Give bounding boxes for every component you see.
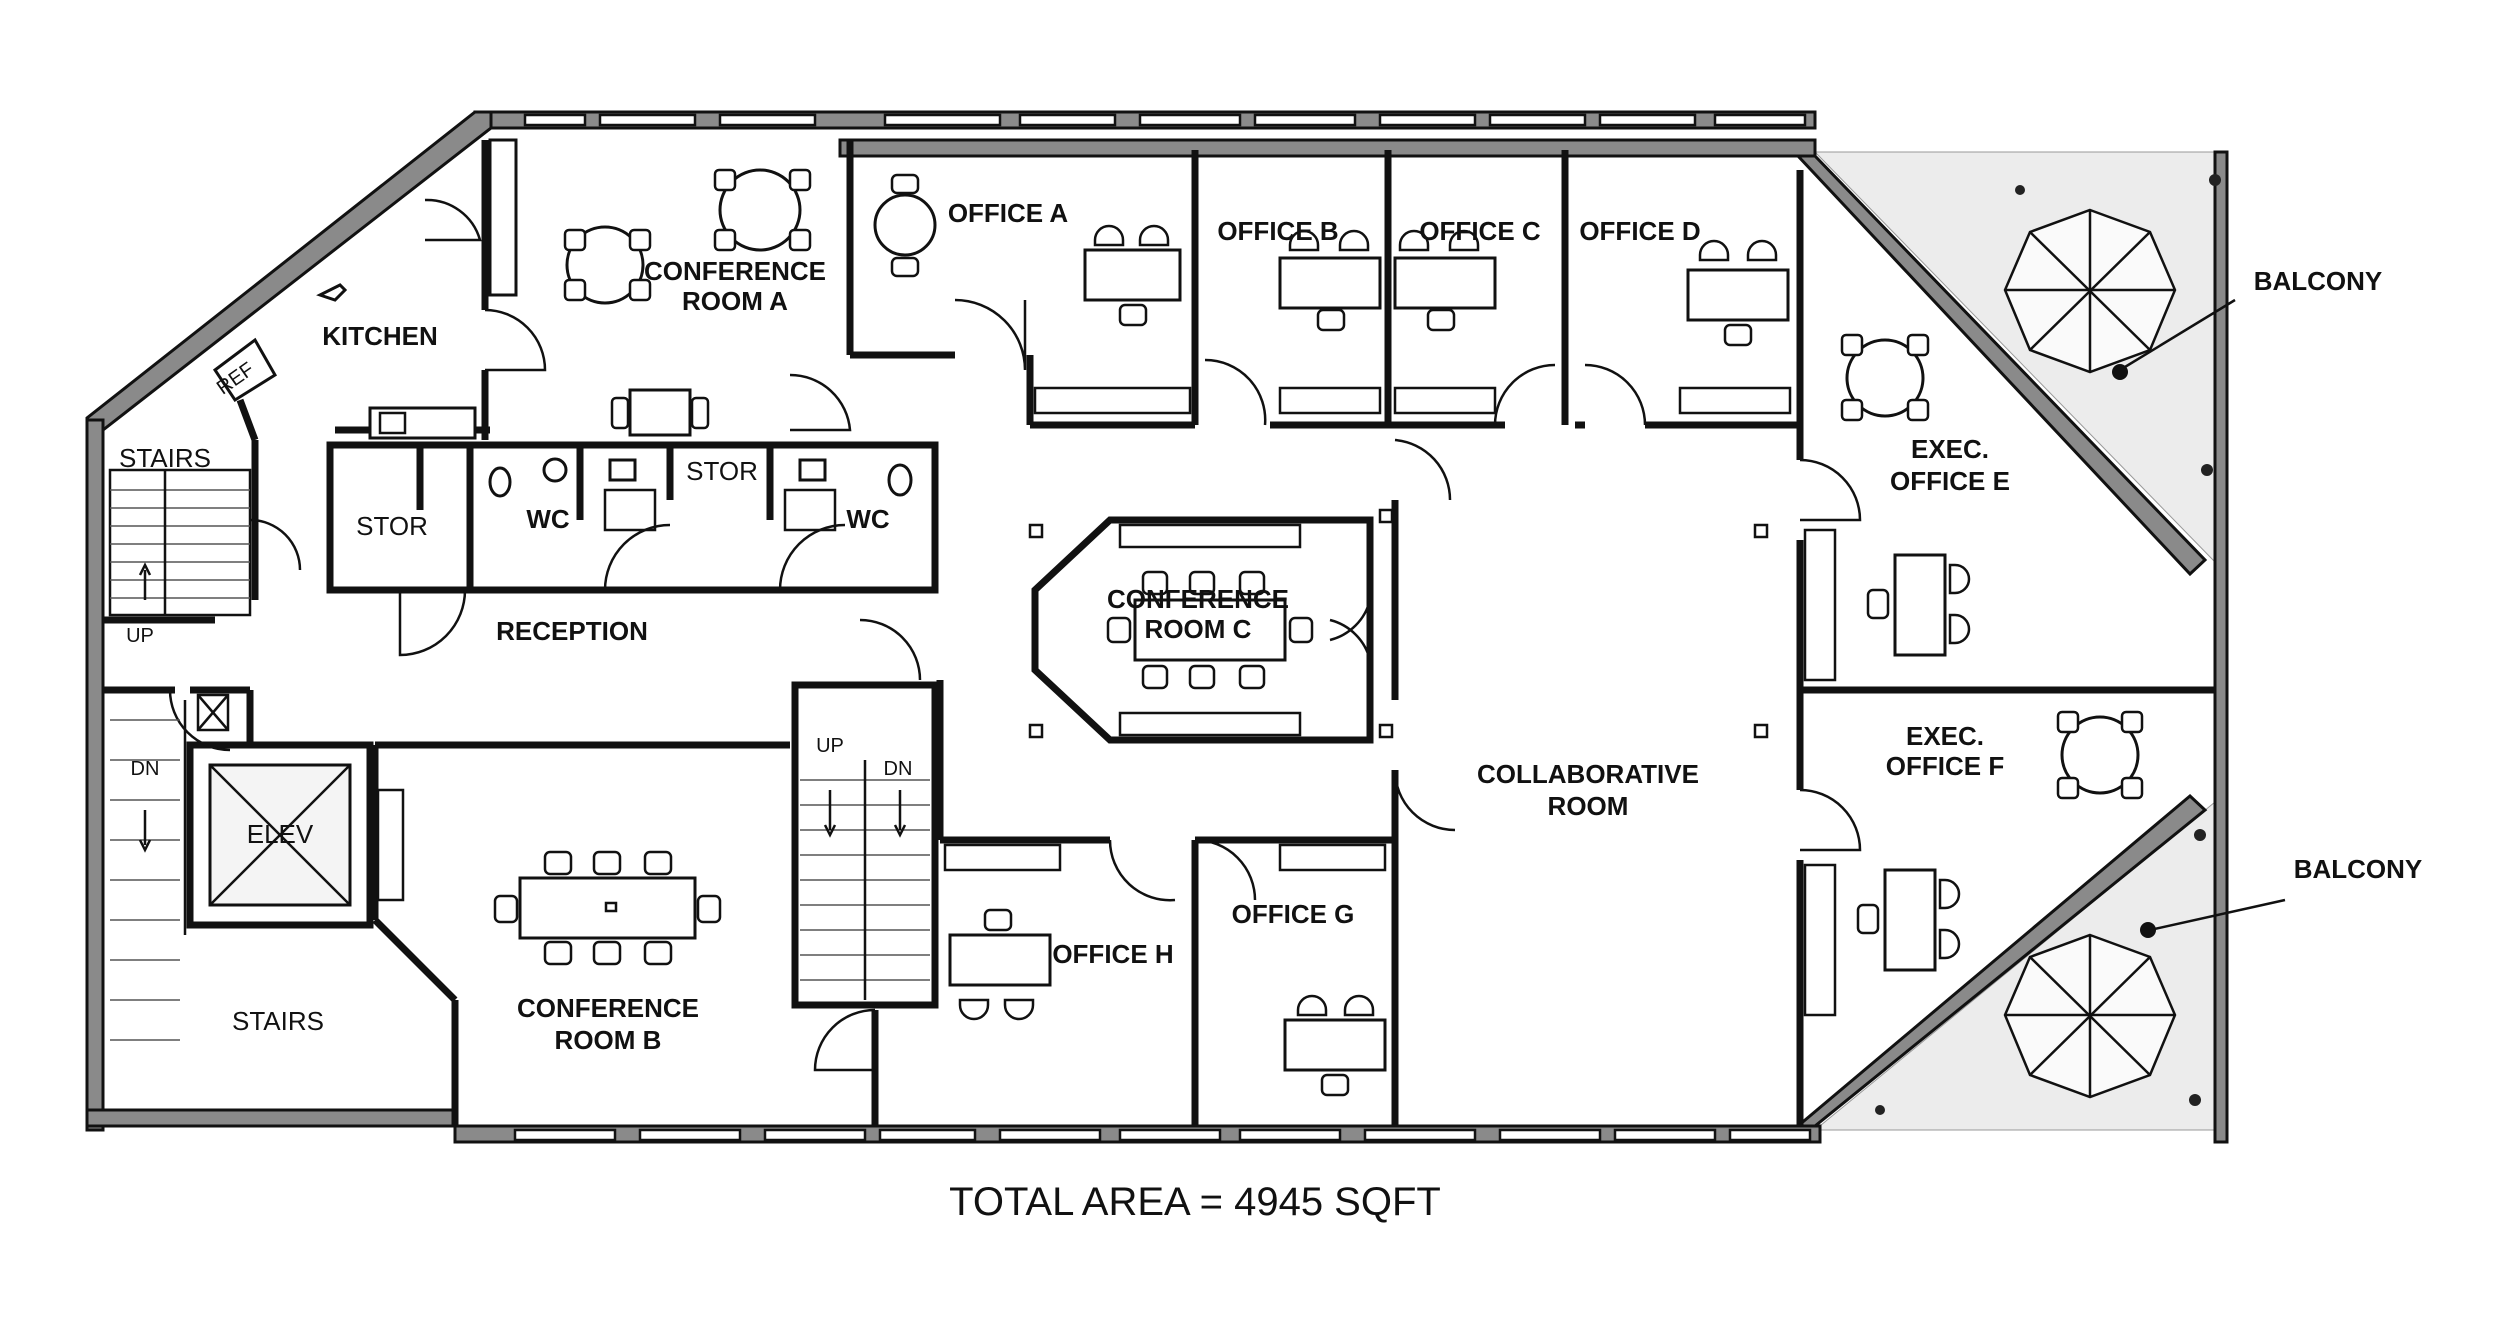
- label-elev: ELEV: [247, 819, 314, 849]
- label-office-d: OFFICE D: [1579, 216, 1700, 246]
- stairs-middle: [800, 760, 930, 1000]
- stairs-left: [108, 468, 252, 1041]
- label-exec-office-e-2: OFFICE E: [1890, 466, 2010, 496]
- label-exec-office-e: EXEC.: [1911, 434, 1989, 464]
- label-conference-room-a: CONFERENCE: [644, 256, 826, 286]
- label-stairs-bottom: STAIRS: [232, 1006, 324, 1036]
- label-collaborative-room: COLLABORATIVE: [1477, 759, 1699, 789]
- label-office-h: OFFICE H: [1052, 939, 1173, 969]
- label-stairs-top: STAIRS: [119, 443, 211, 473]
- label-stor-left: STOR: [356, 511, 428, 541]
- label-stor-mid: STOR: [686, 456, 758, 486]
- label-conference-room-c-2: ROOM C: [1145, 614, 1252, 644]
- total-area: TOTAL AREA = 4945 SQFT: [949, 1180, 1441, 1224]
- conference-c-furniture: [1106, 523, 1314, 737]
- kitchen-fixtures: [212, 138, 518, 440]
- label-conference-room-a-2: ROOM A: [682, 286, 788, 316]
- label-wc-left: WC: [526, 504, 570, 534]
- columns: [1028, 508, 1769, 739]
- label-conference-room-b: CONFERENCE: [517, 993, 699, 1023]
- balcony-furniture-bottom: [1875, 829, 2206, 1115]
- conference-b-furniture: [376, 788, 722, 966]
- label-office-g: OFFICE G: [1232, 899, 1355, 929]
- label-exec-office-f-2: OFFICE F: [1886, 751, 2004, 781]
- interior-walls: [103, 140, 2215, 1126]
- conference-a-furniture: [563, 168, 812, 437]
- label-dn-left: DN: [131, 758, 160, 780]
- conference-room-c-walls: [1031, 516, 1374, 744]
- label-office-a: OFFICE A: [948, 198, 1069, 228]
- windows: [513, 113, 1812, 1142]
- label-up-mid: UP: [816, 735, 844, 757]
- balcony-top-leader: [2119, 298, 2236, 372]
- label-conference-room-b-2: ROOM B: [555, 1025, 662, 1055]
- label-balcony-bottom: BALCONY: [2294, 854, 2423, 884]
- label-dn-mid: DN: [884, 758, 913, 780]
- label-balcony-top: BALCONY: [2254, 266, 2383, 296]
- label-exec-office-f: EXEC.: [1906, 721, 1984, 751]
- wc-fixtures: [488, 457, 913, 532]
- label-office-c: OFFICE C: [1419, 216, 1541, 246]
- elevator: [196, 693, 352, 907]
- office-furniture: [873, 173, 2144, 1097]
- label-collaborative-room-2: ROOM: [1548, 791, 1629, 821]
- balcony-furniture-top: [2003, 174, 2221, 476]
- balcony-bottom-dot: [2140, 922, 2156, 938]
- balcony-bottom-leader: [2149, 898, 2286, 932]
- label-conference-room-c: CONFERENCE: [1107, 584, 1289, 614]
- label-office-b: OFFICE B: [1217, 216, 1338, 246]
- label-reception: RECEPTION: [496, 616, 648, 646]
- label-wc-right: WC: [846, 504, 890, 534]
- balcony-top-dot: [2112, 364, 2128, 380]
- label-up-left: UP: [126, 625, 154, 647]
- doors: [168, 198, 1862, 1072]
- label-kitchen: KITCHEN: [322, 321, 438, 351]
